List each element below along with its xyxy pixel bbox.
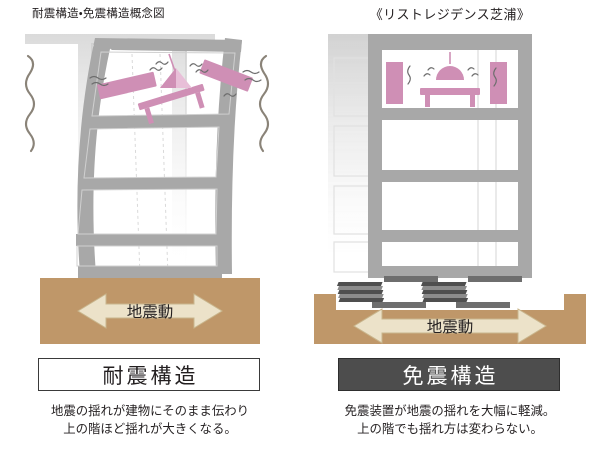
panel-base-isolated: 地震動 免震構造 免震装置が地震の揺れを大幅に軽減。 上の階でも揺れ方は変わらな…: [300, 26, 600, 450]
swaying-building-frame: [76, 38, 242, 278]
ghost-building-outline: [328, 34, 377, 276]
cabinet-icon: [386, 62, 403, 104]
right-ground-arrow-label: 地震動: [427, 318, 474, 336]
left-description: 地震の揺れが建物にそのまま伝わり 上の階ほど揺れが大きくなる。: [10, 402, 290, 438]
left-structure-type-plate: 耐震構造: [38, 358, 260, 391]
pendant-lamp-icon: [160, 53, 192, 88]
table-icon: [137, 83, 205, 125]
right-figure-caption: 《リストレジデンス芝浦》: [369, 7, 531, 22]
upright-furniture-group: [386, 52, 507, 107]
left-illustration: 地震動: [0, 26, 300, 346]
cabinet-icon: [97, 71, 157, 100]
right-description: 免震装置が地震の揺れを大幅に軽減。 上の階でも揺れ方は変わらない。: [310, 402, 590, 438]
panel-earthquake-resistant: 地震動 耐震構造 地震の揺れが建物にそのまま伝わり 上の階ほど揺れが大きくなる。: [0, 26, 300, 450]
double-arrow-icon: [353, 308, 547, 344]
double-arrow-icon: [77, 293, 223, 329]
left-description-line-1: 地震の揺れが建物にそのまま伝わり: [50, 404, 249, 418]
left-description-line-2: 上の階ほど揺れが大きくなる。: [63, 422, 237, 436]
pendant-lamp-icon: [436, 52, 464, 80]
upright-building-frame: [368, 34, 532, 278]
right-illustration: 地震動: [300, 26, 600, 346]
left-ground-arrow-label: 地震動: [127, 303, 174, 321]
shake-wave-icon: [24, 54, 270, 153]
left-figure-caption: 耐震構造・免震構造概念図: [32, 8, 165, 20]
right-description-line-2: 上の階でも揺れ方は変わらない。: [357, 422, 543, 436]
cabinet-icon: [490, 62, 507, 104]
table-icon: [420, 88, 480, 107]
toppled-furniture-group: [89, 53, 262, 125]
shake-wave-icon: [89, 61, 262, 97]
right-description-line-1: 免震装置が地震の揺れを大幅に軽減。: [344, 404, 556, 418]
shake-wave-icon: [407, 65, 497, 87]
right-structure-type-plate: 免震構造: [338, 358, 560, 391]
seismic-isolator-icon: [336, 276, 522, 308]
cabinet-icon: [199, 59, 253, 92]
